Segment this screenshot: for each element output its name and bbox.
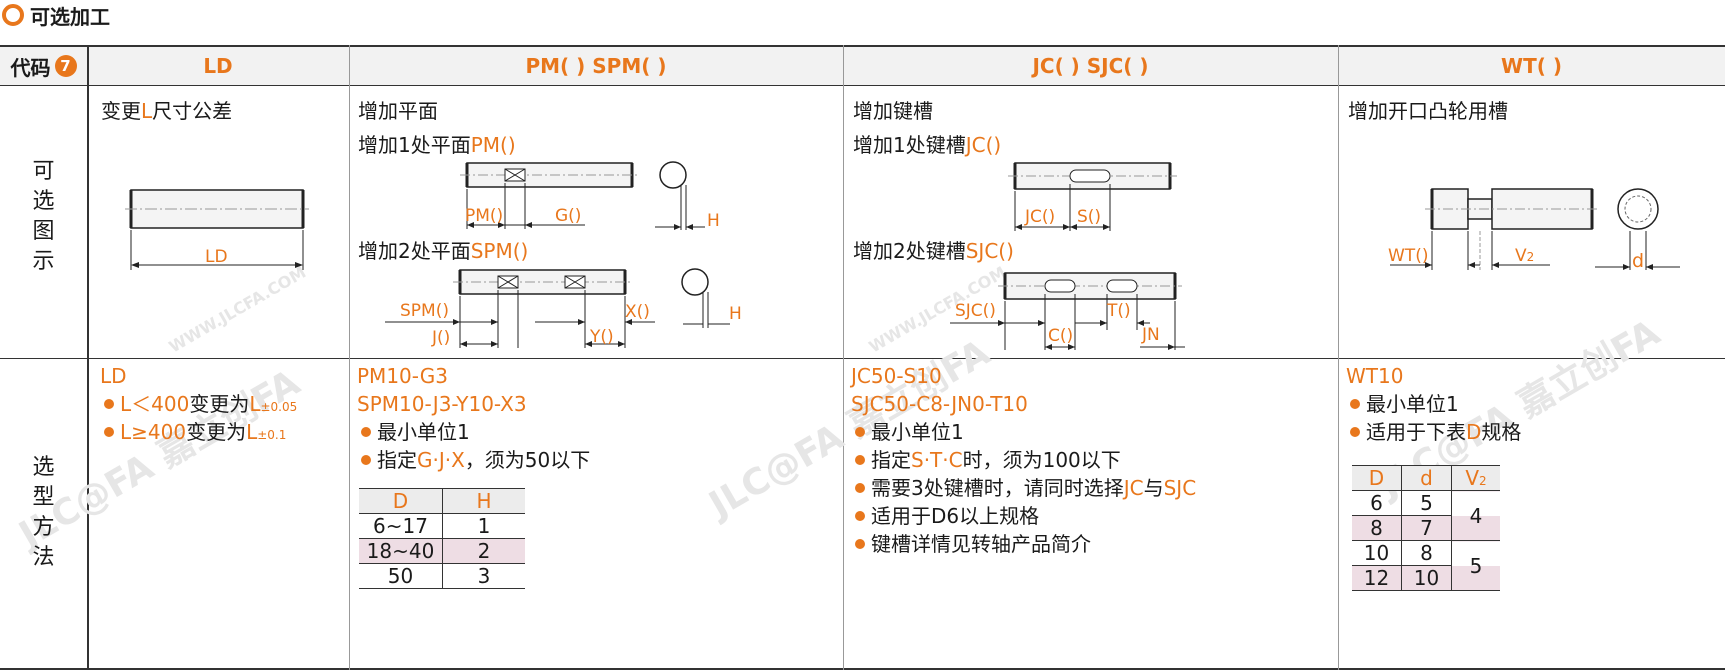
table-header: 代码 7 LD PM( ) SPM( ) JC( ) SJC( ) WT( )	[0, 47, 1725, 85]
pm-rule-1: 最小单位1	[357, 419, 470, 445]
wt-pin-drawing	[1390, 188, 1680, 270]
jc-label-jn: JN	[1142, 325, 1160, 345]
row-label-diagram: 可选 图示	[32, 159, 55, 274]
pm-label-g: G()	[555, 206, 582, 226]
grid-v4	[1338, 45, 1339, 670]
bullet-icon	[104, 399, 114, 409]
bullet-icon	[855, 455, 865, 465]
bullet-icon	[1350, 399, 1360, 409]
jc-code-2: SJC50-C8-JN0-T10	[851, 392, 1028, 416]
bullet-icon	[1350, 427, 1360, 437]
header-pm: PM( ) SPM( )	[525, 54, 667, 78]
bullet-icon	[361, 455, 371, 465]
wt-code: WT10	[1346, 364, 1404, 388]
grid-bottom	[0, 668, 1725, 670]
grid-top	[0, 45, 1725, 47]
ld-dim-label: LD	[205, 247, 228, 267]
grid-v2	[349, 45, 350, 670]
jc-rule-5: 键槽详情见转轴产品简介	[851, 531, 1091, 557]
bullet-icon	[855, 427, 865, 437]
jc-two-label: 增加2处键槽SJC()	[853, 239, 1014, 263]
jc-label-t: T()	[1107, 301, 1131, 321]
wt-label-v2: V2	[1515, 246, 1535, 266]
bullet-icon	[855, 539, 865, 549]
jc-label-sjc: SJC()	[955, 301, 996, 321]
ld-rule-1: L＜400变更为L±0.05	[100, 391, 297, 420]
section-title: 可选加工	[0, 0, 110, 30]
wt-label-d: d	[1632, 250, 1645, 272]
pm-label-x: X()	[625, 302, 650, 322]
jc-one-label: 增加1处键槽JC()	[853, 133, 1002, 157]
ld-pin-drawing	[125, 189, 309, 270]
code-badge: 7	[54, 55, 77, 77]
wt-label-wt: WT()	[1388, 246, 1429, 266]
pm-label-y: Y()	[590, 327, 614, 347]
pm-label-pm: PM()	[465, 206, 504, 226]
jc-label-s: S()	[1077, 207, 1102, 227]
bullet-icon	[855, 483, 865, 493]
pm-two-label: 增加2处平面SPM()	[358, 239, 529, 263]
wt-rule-2: 适用于下表D规格	[1346, 419, 1521, 445]
jc-code-1: JC50-S10	[851, 364, 942, 388]
pm-shaft-drawing	[460, 161, 705, 230]
jc-label-jc: JC()	[1025, 207, 1056, 227]
pm-label-h: H	[707, 211, 720, 231]
wt-title: 增加开口凸轮用槽	[1348, 99, 1508, 123]
pm-label-j: J()	[432, 328, 451, 348]
jc-rule-1: 最小单位1	[851, 419, 964, 445]
sjc-shaft-drawing	[950, 272, 1185, 350]
jc-rule-3: 需要3处键槽时，请同时选择JC与SJC	[851, 475, 1196, 501]
grid-header-bottom	[0, 85, 1725, 86]
jc-label-c: C()	[1048, 326, 1074, 346]
jc-rule-2: 指定S·T·C时，须为100以下	[851, 447, 1121, 473]
grid-v1	[87, 45, 89, 670]
pm-label-h2: H	[729, 304, 742, 324]
header-wt: WT( )	[1501, 54, 1562, 78]
watermark-url: WWW.JLCFA.COM	[165, 262, 310, 357]
bullet-icon	[855, 511, 865, 521]
header-ld: LD	[203, 54, 233, 78]
grid-v3	[843, 45, 844, 670]
pm-rule-2: 指定G·J·X，须为50以下	[357, 447, 590, 473]
ld-rule-2: L≥400变更为L±0.1	[100, 419, 286, 448]
pm-title: 增加平面	[358, 99, 438, 123]
header-code: 代码 7	[0, 47, 87, 85]
ring-icon	[2, 4, 24, 26]
jc-rule-4: 适用于D6以上规格	[851, 503, 1039, 529]
jc-shaft-drawing	[1008, 162, 1177, 231]
ld-method-code: LD	[100, 364, 127, 388]
wt-rule-1: 最小单位1	[1346, 391, 1459, 417]
pm-one-label: 增加1处平面PM()	[358, 133, 516, 157]
jc-title: 增加键槽	[853, 99, 933, 123]
header-jc: JC( ) SJC( )	[1032, 54, 1149, 78]
pm-code-2: SPM10-J3-Y10-X3	[357, 392, 527, 416]
pm-label-spm: SPM()	[400, 301, 449, 321]
grid-middle	[0, 358, 1725, 359]
bullet-icon	[361, 427, 371, 437]
bullet-icon	[104, 427, 114, 437]
row-label-method: 选型 方法	[32, 455, 55, 570]
ld-title: 变更L尺寸公差	[101, 99, 233, 123]
spm-shaft-drawing	[385, 268, 730, 348]
pm-code-1: PM10-G3	[357, 364, 448, 388]
